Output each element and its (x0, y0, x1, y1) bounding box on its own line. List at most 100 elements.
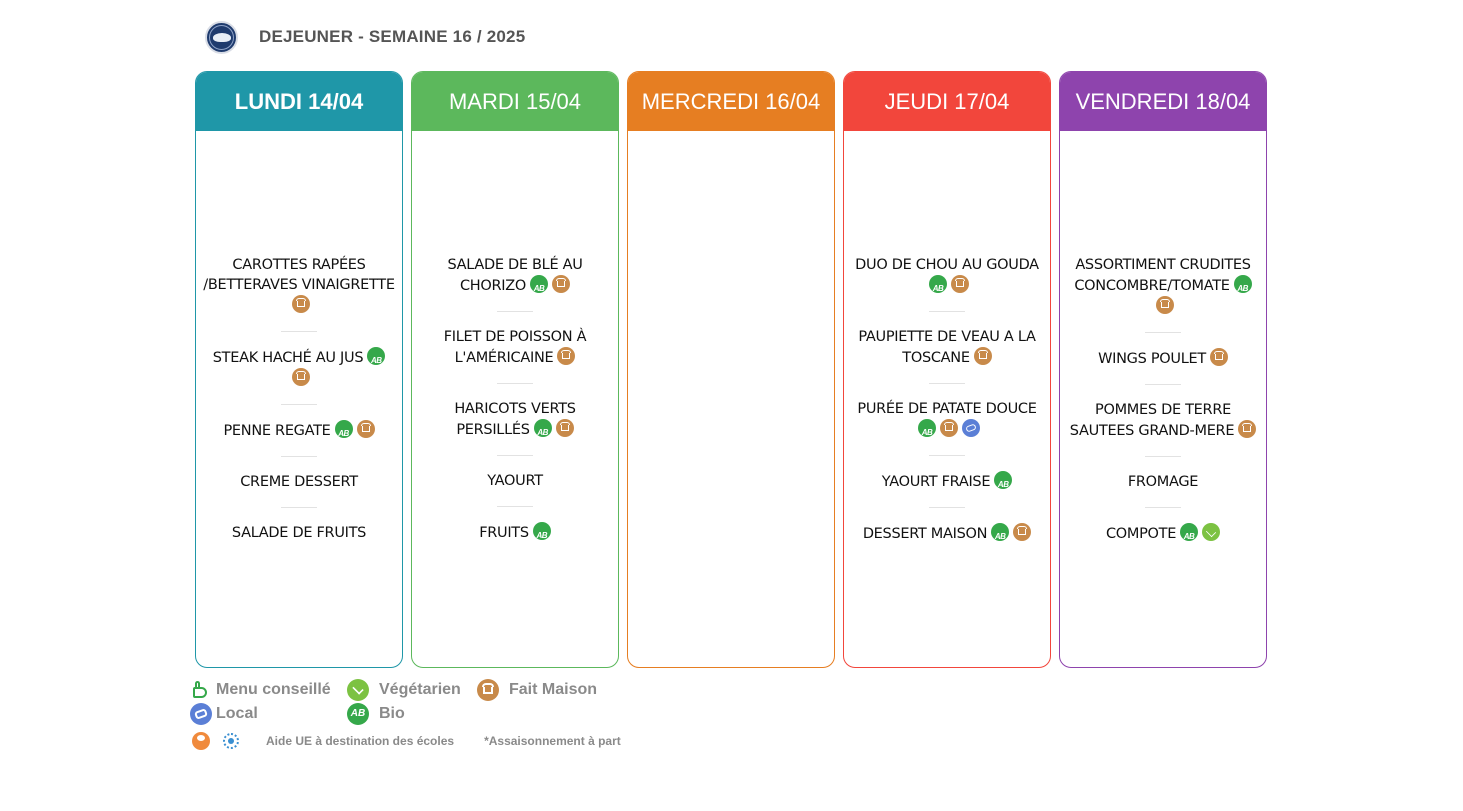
homemade-pot-icon (1013, 522, 1032, 541)
legend-label: Menu conseillé (216, 681, 331, 698)
organic-ab-icon (532, 522, 551, 546)
day-header: VENDREDI 18/04 (1060, 72, 1266, 131)
dish-item: YAOURT (487, 471, 543, 491)
dish-name: FRUITS (479, 525, 529, 541)
dish-item: CAROTTES RAPÉES /BETTERAVES VINAIGRETTE (202, 255, 396, 316)
dish-item: PURÉE DE PATATE DOUCE (850, 399, 1044, 443)
legend-menu-conseille: Menu conseillé (190, 679, 347, 701)
dish-name: PAUPIETTE DE VEAU A LA TOSCANE (858, 328, 1036, 366)
dish-name: CAROTTES RAPÉES /BETTERAVES VINAIGRETTE (203, 257, 395, 293)
day-header: JEUDI 17/04 (844, 72, 1050, 131)
dish-name: WINGS POULET (1098, 350, 1206, 367)
dish-separator (1145, 331, 1181, 333)
day-header: LUNDI 14/04 (196, 72, 402, 131)
dish-item: ASSORTIMENT CRUDITES CONCOMBRE/TOMATE (1066, 255, 1260, 317)
organic-ab-icon (991, 522, 1010, 547)
dish-item: FRUITS (479, 522, 551, 546)
seasoning-note: *Assaisonnement à part (484, 734, 621, 748)
vegetarian-leaf-icon (1202, 522, 1221, 541)
organic-ab-icon (1233, 274, 1252, 299)
page-title: DEJEUNER - SEMAINE 16 / 2025 (259, 27, 526, 46)
legend: Menu conseillé Végétarien Fait Maison Lo… (190, 678, 597, 726)
vegetarian-leaf-icon (347, 679, 369, 701)
legend-bio: Bio (347, 703, 405, 725)
dish-separator (281, 507, 317, 508)
homemade-pot-icon (292, 368, 310, 386)
dish-item: PAUPIETTE DE VEAU A LA TOSCANE (850, 327, 1044, 368)
day-menu: SALADE DE BLÉ AU CHORIZO FILET DE POISSON… (412, 131, 618, 667)
dish-name: FROMAGE (1127, 473, 1199, 490)
organic-ab-icon (1180, 522, 1199, 547)
homemade-pot-icon (555, 419, 574, 437)
legend-local: Local (190, 703, 347, 725)
dish-name: POMMES DE TERRE SAUTEES GRAND-MERE (1069, 401, 1235, 439)
dish-item: HARICOTS VERTS PERSILLÉS (418, 399, 612, 443)
dish-name: CREME DESSERT (240, 474, 358, 490)
dish-name: COMPOTE (1105, 525, 1177, 542)
dish-name: YAOURT FRAISE (881, 473, 991, 490)
legend-label: Fait Maison (509, 681, 598, 698)
eu-aid-note: Aide UE à destination des écoles (266, 734, 455, 748)
day-menu: ASSORTIMENT CRUDITES CONCOMBRE/TOMATE WIN… (1060, 131, 1266, 667)
homemade-pot-icon (477, 679, 499, 701)
school-logo (205, 20, 238, 54)
eu-stars-icon (220, 731, 242, 751)
dish-name: STEAK HACHÉ AU JUS (212, 350, 364, 366)
footer-notes: Aide UE à destination des écoles *Assais… (192, 731, 621, 751)
dish-separator (1145, 383, 1181, 385)
dish-name: FILET DE POISSON À L'AMÉRICAINE (443, 329, 587, 366)
organic-ab-icon (367, 347, 386, 371)
dish-separator (929, 382, 965, 384)
dish-name: SALADE DE BLÉ AU CHORIZO (447, 257, 583, 294)
dish-item: DUO DE CHOU AU GOUDA (850, 255, 1044, 299)
legend-label: Bio (379, 705, 405, 722)
dish-separator (497, 383, 533, 384)
homemade-pot-icon (557, 347, 576, 365)
dish-separator (929, 310, 965, 312)
dish-item: COMPOTE (1105, 522, 1221, 547)
homemade-pot-icon (973, 346, 992, 365)
dish-item: FROMAGE (1127, 472, 1199, 492)
dish-item: YAOURT FRAISE (881, 470, 1013, 495)
dish-separator (1145, 455, 1181, 457)
day-menu: CAROTTES RAPÉES /BETTERAVES VINAIGRETTE S… (196, 131, 402, 667)
dish-separator (1145, 506, 1181, 508)
dish-separator (497, 311, 533, 312)
local-handshake-icon (962, 418, 980, 437)
organic-ab-icon (994, 470, 1013, 495)
dish-item: CREME DESSERT (240, 472, 358, 492)
legend-label: Végétarien (379, 681, 461, 698)
dish-name: HARICOTS VERTS PERSILLÉS (454, 401, 576, 438)
dish-name: YAOURT (487, 473, 543, 489)
day-menu (628, 131, 834, 667)
homemade-pot-icon (951, 274, 969, 293)
organic-ab-icon (918, 418, 936, 443)
homemade-pot-icon (1238, 419, 1257, 438)
organic-ab-icon (530, 275, 549, 299)
organic-ab-icon (334, 420, 353, 444)
day-header: MARDI 15/04 (412, 72, 618, 131)
legend-vegetarien: Végétarien (347, 679, 477, 701)
organic-ab-icon (533, 419, 552, 443)
dish-item: POMMES DE TERRE SAUTEES GRAND-MERE (1066, 400, 1260, 441)
legend-fait-maison: Fait Maison (477, 679, 597, 701)
homemade-pot-icon (552, 275, 571, 293)
dish-name: DESSERT MAISON (862, 525, 988, 542)
dish-item: STEAK HACHÉ AU JUS (202, 347, 396, 389)
day-header: MERCREDI 16/04 (628, 72, 834, 131)
dish-separator (281, 456, 317, 457)
dish-item: DESSERT MAISON (862, 522, 1032, 547)
dish-separator (929, 506, 965, 508)
dish-name: SALADE DE FRUITS (231, 525, 367, 541)
legend-label: Local (216, 705, 258, 722)
dish-name: PURÉE DE PATATE DOUCE (857, 400, 1037, 417)
dish-name: DUO DE CHOU AU GOUDA (855, 256, 1039, 273)
eu-fruit-scheme-icon (192, 732, 210, 750)
day-menu: DUO DE CHOU AU GOUDA PAUPIETTE DE VEAU A … (844, 131, 1050, 667)
dish-name: PENNE REGATE (223, 423, 331, 439)
homemade-pot-icon (356, 420, 375, 438)
